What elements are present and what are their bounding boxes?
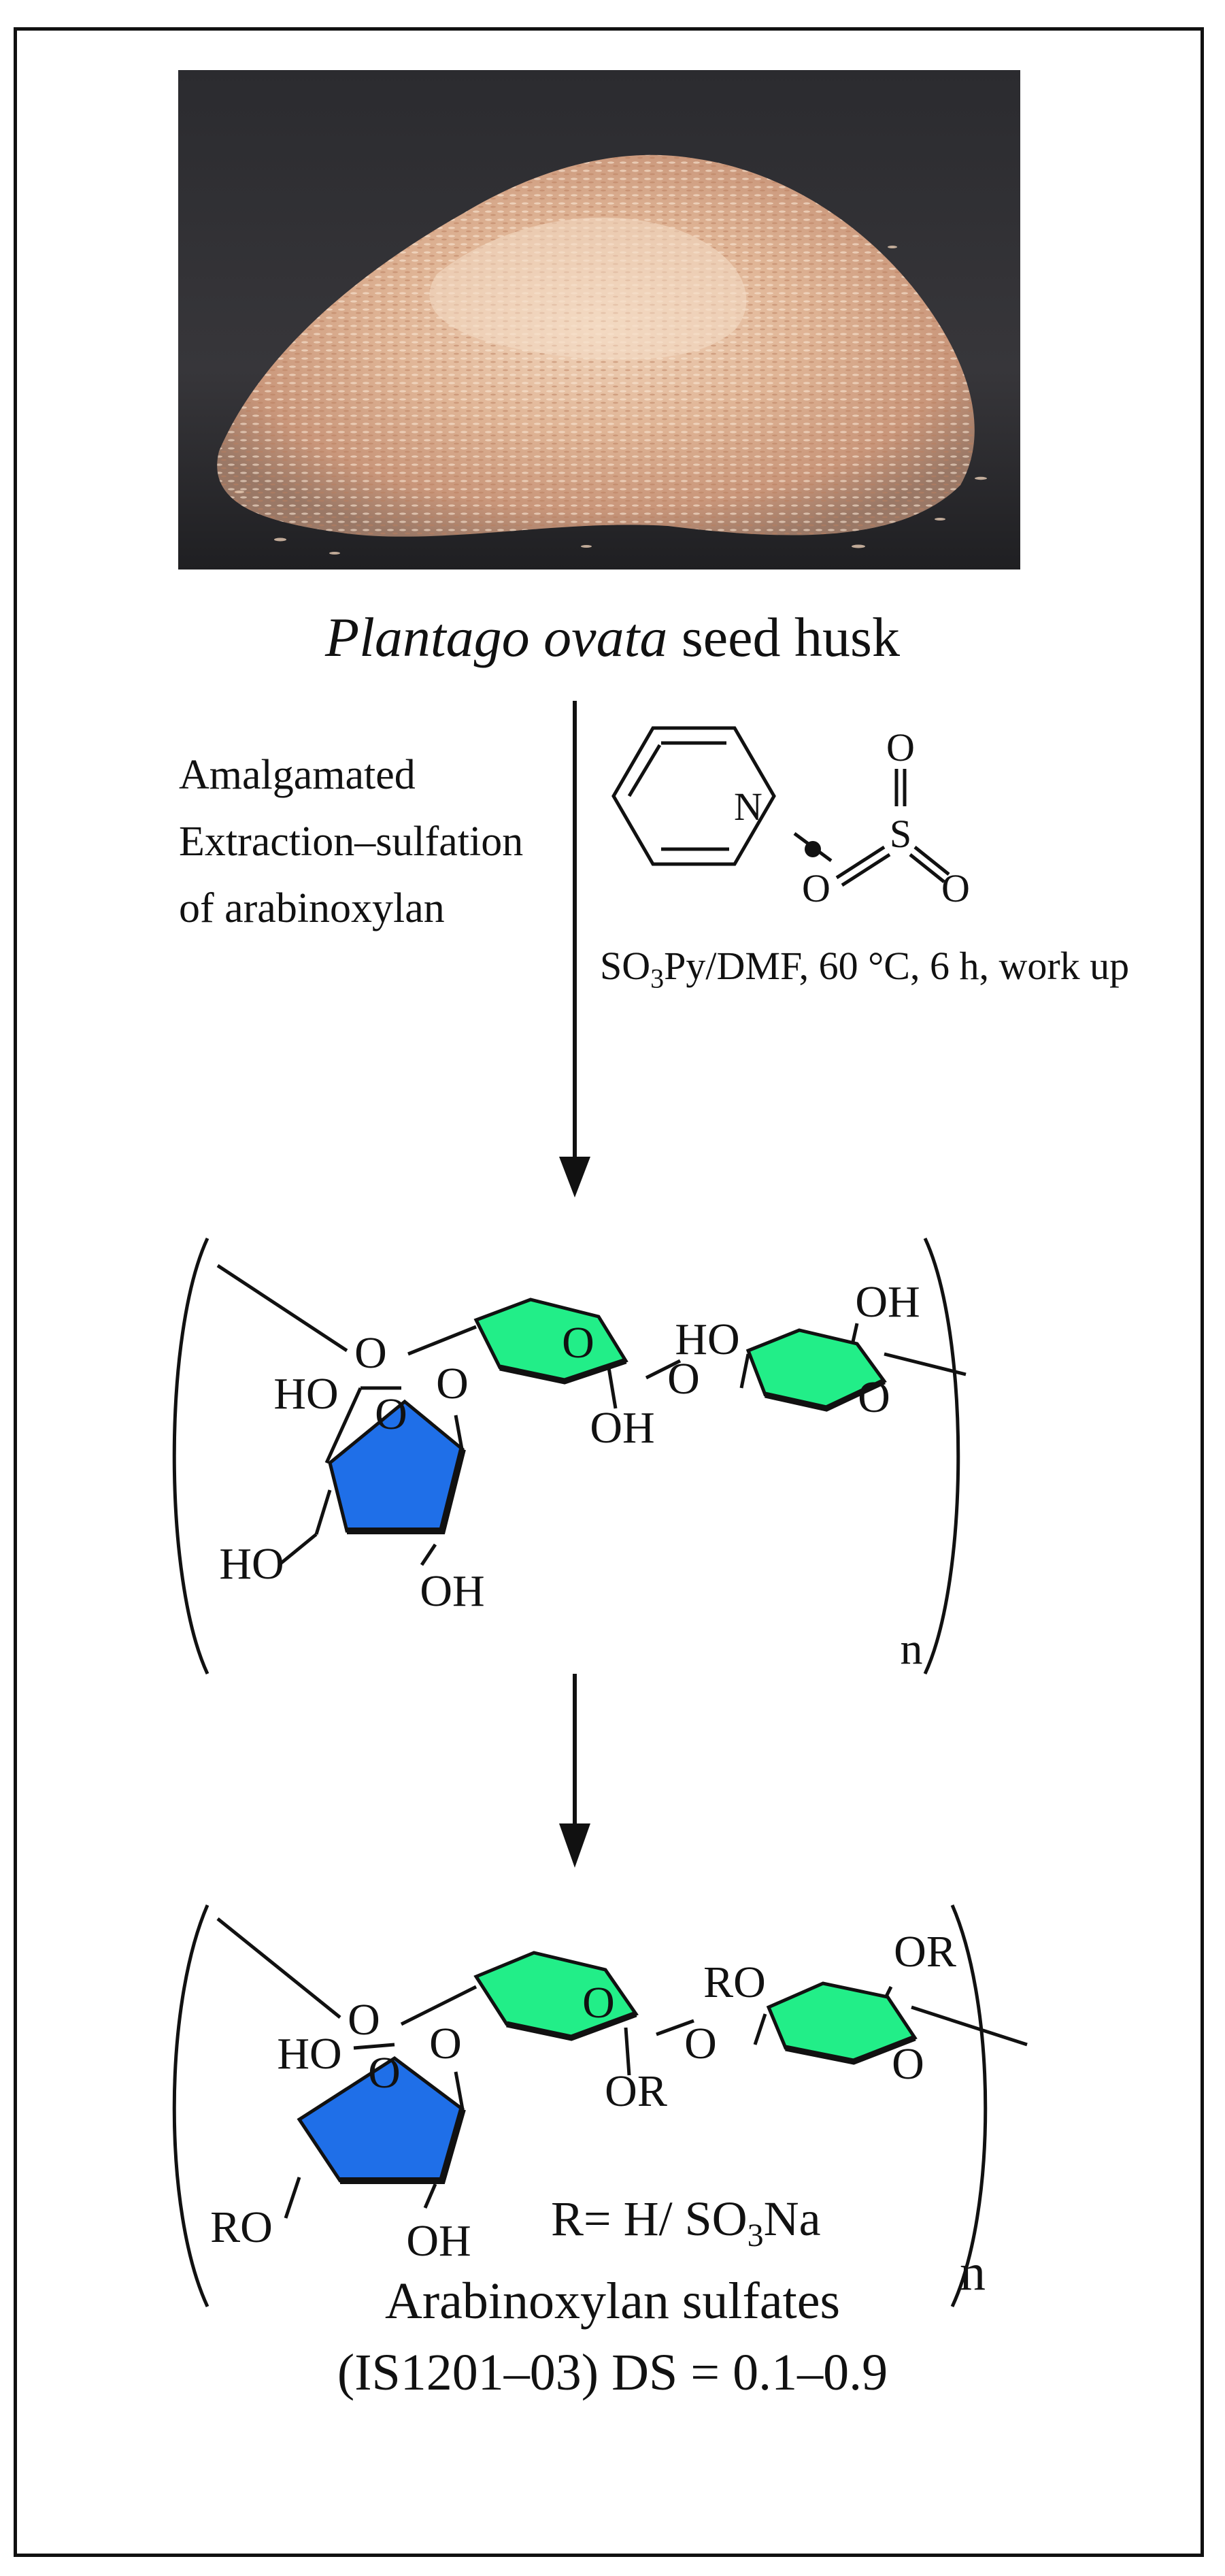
struct2-label: OR [894,1927,956,1977]
struct1-label: HO [675,1315,739,1364]
struct2-label: O [684,2019,717,2068]
struct1-label: HO [219,1539,284,1589]
product-name: Arabinoxylan sulfates [384,2273,841,2330]
photo-caption: Plantago ovata seed husk [0,606,1225,670]
struct2-label: O [892,2039,924,2089]
left-paren [172,1237,209,1675]
repeat-subscript-n: n [901,1624,923,1674]
product-caption: Arabinoxylan sulfates (IS1201–03) DS = 0… [0,2266,1225,2409]
adduct-dot [805,841,821,857]
struct1-label: OH [590,1403,654,1453]
left-paren [172,1904,209,2308]
struct1-label: O [858,1372,890,1422]
arabinoxylan-sulfate-structure [172,1904,1028,2308]
struct1-label: O [354,1328,387,1378]
struct1-label: O [436,1359,469,1408]
pyridine-so3-reagent [611,726,950,887]
struct1-label: OH [855,1277,920,1327]
reagent-conditions: SO3Py/DMF, 60 °C, 6 h, work up [600,944,1130,994]
struct2-label: O [582,1978,615,2028]
arrow-step-2 [559,1674,590,1868]
oxygen-atom-right: O [941,866,970,910]
struct2-label: O [368,2048,401,2098]
sulfur-atom: S [890,812,911,856]
struct2-label: O [429,2019,462,2068]
struct2-label: OH [406,2216,471,2266]
nitrogen-atom: N [734,785,762,829]
arabinoxylan-structure [172,1237,967,1675]
oxygen-atom-left: O [802,866,830,910]
arrow-step-1 [559,701,590,1198]
figure-frame [14,27,1204,2557]
caption-suffix: seed husk [667,606,900,668]
step-label: Amalgamated Extraction–sulfation of arab… [179,752,524,931]
repeat-subscript-n: n [960,2244,986,2301]
struct2-label: OR [605,2066,667,2116]
struct2-label: RO [210,2202,273,2252]
r-definition: R= H/ SO3Na [551,2192,821,2253]
struct2-label: O [348,1995,380,2045]
struct1-label: O [667,1354,700,1404]
right-paren [950,1904,988,2308]
product-details: (IS1201–03) DS = 0.1–0.9 [337,2344,888,2401]
struct2-label: HO [277,2029,341,2079]
struct2-label: RO [703,1958,766,2007]
right-paren [923,1237,960,1675]
struct1-label: OH [420,1566,484,1616]
struct1-label: O [375,1389,407,1439]
struct1-label: HO [273,1369,338,1419]
species-name: Plantago ovata [325,606,668,668]
oxygen-atom-top: O [886,725,915,770]
struct1-label: O [562,1318,594,1368]
seed-husk-photo [178,70,1020,569]
